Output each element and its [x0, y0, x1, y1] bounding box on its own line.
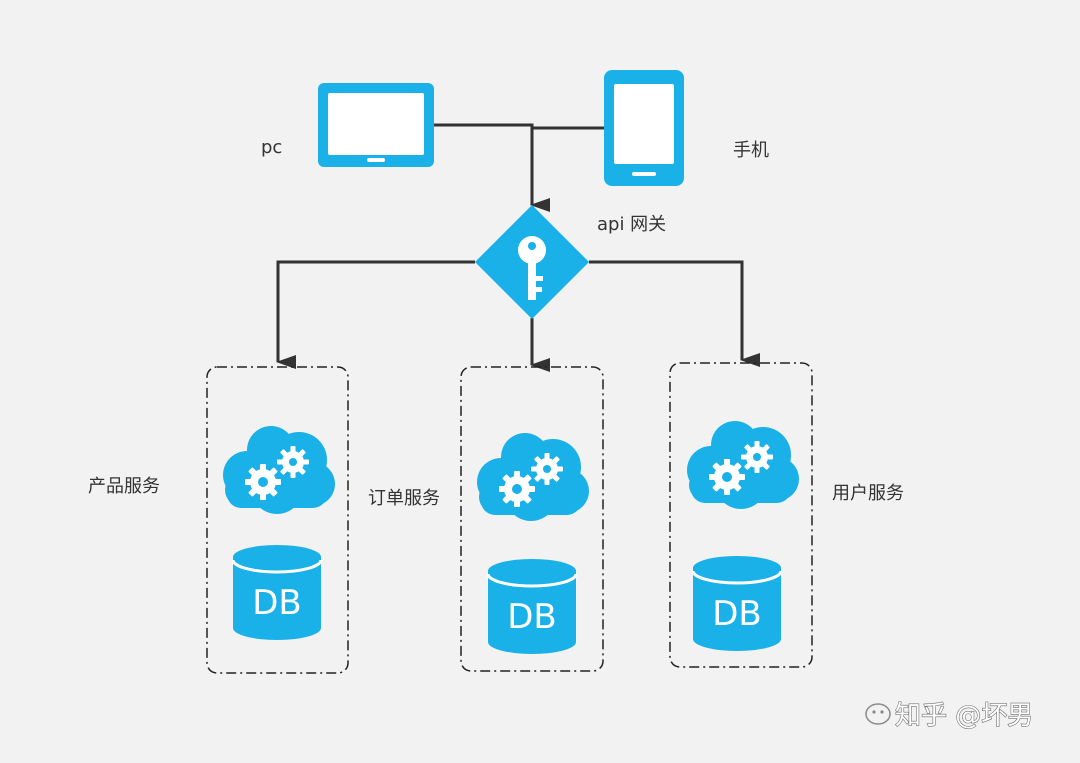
cloud-gears-icon — [477, 433, 589, 521]
database-icon: DB — [231, 545, 323, 640]
pc-label: pc — [261, 137, 282, 158]
service-boundary — [460, 366, 604, 672]
watermark-text: 知乎 @坏男 — [895, 701, 1033, 731]
gateway-to-product-service-arrow — [276, 260, 475, 369]
gateway-to-user-service-arrow — [589, 260, 760, 367]
product-service-label: 产品服务 — [88, 476, 160, 497]
api-gateway: api 网关 — [475, 205, 666, 319]
gateway-label: api 网关 — [597, 214, 666, 235]
connectors — [276, 123, 760, 372]
user-service-label: 用户服务 — [832, 483, 904, 504]
database-icon: DB — [691, 556, 783, 651]
smartphone-icon — [604, 70, 684, 186]
database-icon: DB — [486, 559, 578, 654]
order-service: DB 订单服务 — [368, 366, 604, 672]
watermark: 知乎 @坏男 — [865, 700, 1034, 732]
chat-bubble-icon — [865, 703, 891, 725]
db-label: DB — [507, 597, 557, 637]
db-label: DB — [712, 594, 762, 634]
service-boundary — [669, 362, 813, 668]
cloud-gears-icon — [223, 426, 335, 514]
cloud-gears-icon — [687, 421, 799, 509]
mobile-device: 手机 — [604, 70, 769, 186]
pc-device: pc — [261, 83, 434, 167]
order-service-label: 订单服务 — [368, 488, 440, 509]
db-label: DB — [252, 583, 302, 623]
pc-to-gateway-line — [434, 123, 534, 188]
key-icon — [518, 236, 546, 300]
mobile-label: 手机 — [733, 140, 769, 161]
user-service: DB 用户服务 — [669, 362, 904, 668]
product-service: DB 产品服务 — [88, 366, 349, 674]
tablet-icon — [318, 83, 434, 167]
service-boundary — [206, 366, 349, 674]
